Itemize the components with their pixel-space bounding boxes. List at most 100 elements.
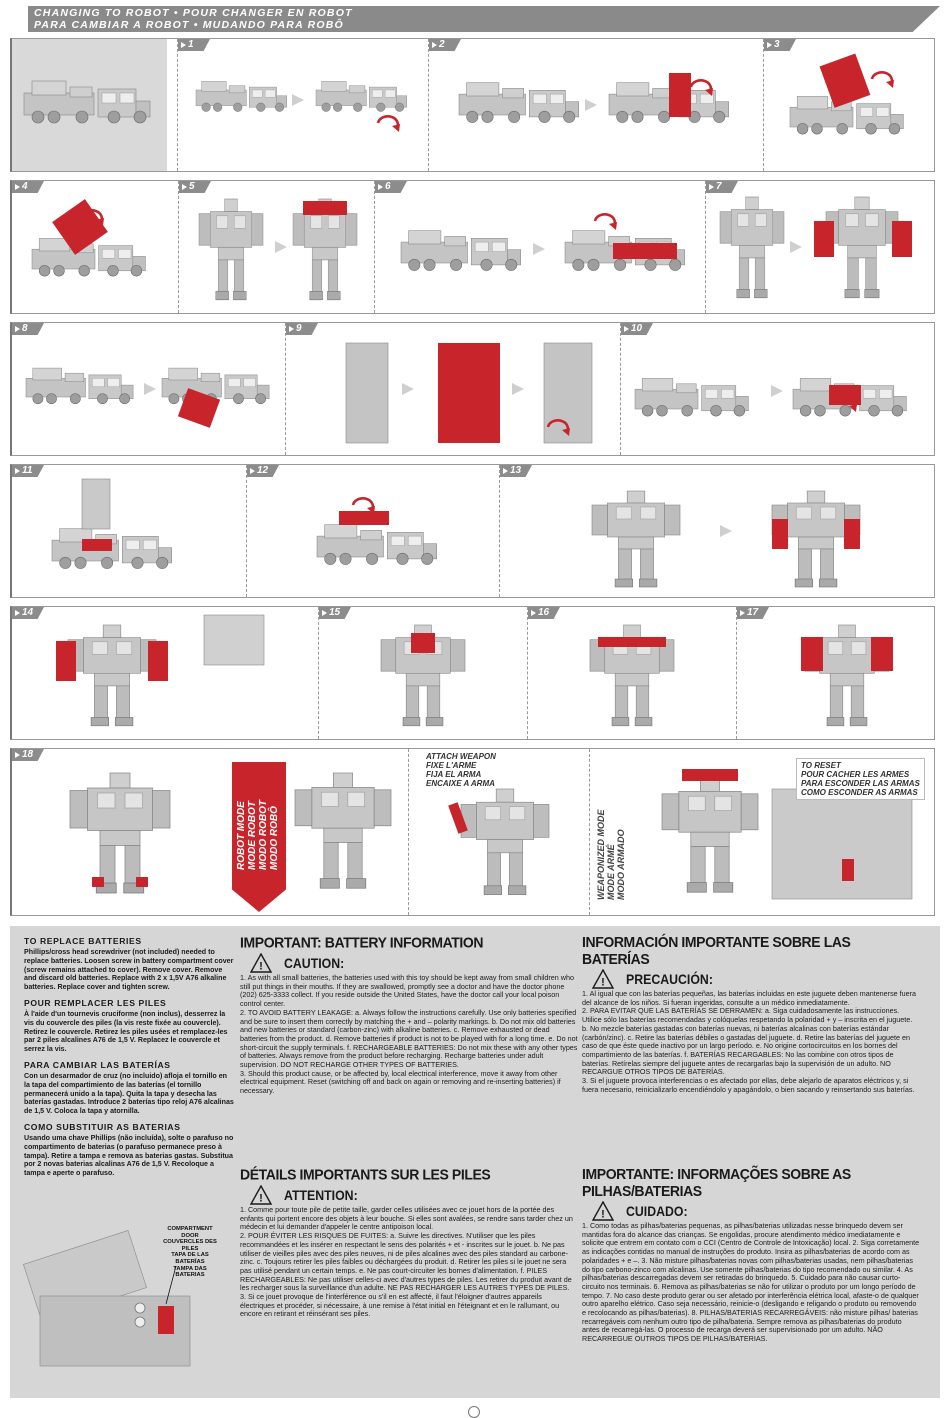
battery-info-es: INFORMACIÓN IMPORTANTE SOBRE LAS BATERÍA… bbox=[582, 932, 920, 1094]
step-panel-vehicle bbox=[12, 39, 167, 171]
battery-fr-p1: 1. Comme pour toute pile de petite taill… bbox=[240, 1205, 573, 1232]
step-tab-9: 9 bbox=[286, 323, 318, 335]
instruction-row-4: 11 12 13 bbox=[10, 464, 935, 598]
step-panel-9: 9 bbox=[285, 323, 620, 455]
step-3-illustration bbox=[789, 53, 904, 135]
step-tab-2: 2 bbox=[429, 39, 461, 51]
replace-batteries-text-en: Phillips/cross head screwdriver (not inc… bbox=[24, 948, 234, 992]
svg-text:!: ! bbox=[259, 1193, 263, 1205]
replace-batteries-title-en: TO REPLACE BATTERIES bbox=[24, 936, 142, 946]
step-tab-17: 17 bbox=[737, 607, 769, 619]
step-panel-10: 10 bbox=[620, 323, 934, 455]
step-6-illustration bbox=[400, 213, 685, 271]
battery-info-panel: TO REPLACE BATTERIES Phillips/cross head… bbox=[10, 926, 940, 1398]
instruction-row-2: 4 5 6 7 bbox=[10, 180, 935, 314]
step-7-illustration bbox=[719, 196, 912, 299]
robot-mode-label-pt: MODO ROBÔ bbox=[269, 806, 280, 870]
instruction-row-1: 1 2 3 bbox=[10, 38, 935, 172]
replace-batteries-title-pt: COMO SUBSTITUIR AS BATERIAS bbox=[24, 1121, 181, 1132]
battery-en-p2: 2. TO AVOID BATTERY LEAKAGE: a. Always f… bbox=[240, 1007, 578, 1070]
step-tab-5: 5 bbox=[179, 181, 211, 193]
compartment-door-labels: COMPARTMENT DOOR COUVERCLES DES PILES TA… bbox=[163, 1226, 217, 1279]
step-tab-18: 18 bbox=[12, 749, 44, 761]
step-16-illustration bbox=[589, 624, 675, 727]
attach-weapon-note: ATTACH WEAPON FIXE L'ARME FIJA EL ARMA E… bbox=[426, 752, 496, 788]
step-tab-4: 4 bbox=[12, 181, 44, 193]
step-tab-1: 1 bbox=[178, 39, 210, 51]
cuidado-label: CUIDADO: bbox=[626, 1203, 688, 1219]
step-panel-6: 6 bbox=[374, 181, 705, 313]
precaucion-label: PRECAUCIÓN: bbox=[626, 971, 713, 987]
step-panel-13: 13 bbox=[499, 465, 934, 597]
step-tab-15: 15 bbox=[319, 607, 351, 619]
warning-triangle-icon: ! bbox=[592, 1201, 614, 1221]
step-panel-2: 2 bbox=[428, 39, 763, 171]
instruction-row-3: 8 9 10 bbox=[10, 322, 935, 456]
step-panel-4: 4 bbox=[12, 181, 177, 313]
step-2-illustration bbox=[458, 73, 729, 123]
battery-info-en-title: IMPORTANT: BATTERY INFORMATION bbox=[240, 933, 484, 951]
to-reset-note: TO RESET POUR CACHER LES ARMES PARA ESCO… bbox=[796, 758, 925, 800]
replace-batteries-title-fr: POUR REMPLACER LES PILES bbox=[24, 997, 167, 1008]
battery-info-es-title: INFORMACIÓN IMPORTANTE SOBRE LAS BATERÍA… bbox=[582, 932, 851, 968]
header-title-line1: CHANGING TO ROBOT • POUR CHANGER EN ROBO… bbox=[34, 7, 353, 19]
battery-info-pt-title: IMPORTANTE: INFORMAÇÕES SOBRE AS PILHAS/… bbox=[582, 1164, 851, 1200]
replace-batteries-text-pt: Usando uma chave Phillips (não incluída)… bbox=[24, 1133, 234, 1178]
caution-label: CAUTION: bbox=[284, 955, 345, 971]
attach-weapon-illustration bbox=[448, 788, 550, 895]
step-tab-16: 16 bbox=[528, 607, 560, 619]
battery-info-pt: IMPORTANTE: INFORMAÇÕES SOBRE AS PILHAS/… bbox=[582, 1164, 920, 1344]
battery-es-p2: 2. PARA EVITAR QUE LAS BATERÍAS SE DERRA… bbox=[582, 1006, 913, 1077]
warning-triangle-icon: ! bbox=[250, 1185, 272, 1205]
step-tab-14: 14 bbox=[12, 607, 44, 619]
attach-weapon-panel bbox=[408, 749, 589, 915]
battery-fr-p3: 3. Si ce jouet provoque de l'interférenc… bbox=[240, 1292, 560, 1319]
step-panel-11: 11 bbox=[12, 465, 245, 597]
battery-info-fr: DÉTAILS IMPORTANTS SUR LES PILES ! ATTEN… bbox=[240, 1165, 578, 1319]
step-tab-3: 3 bbox=[764, 39, 796, 51]
replace-batteries-text-fr: À l'aide d'un tournevis cruciforme (non … bbox=[24, 1009, 228, 1054]
step-15-illustration bbox=[380, 624, 466, 727]
step-8-illustration bbox=[25, 367, 270, 428]
instruction-row-6: 18 bbox=[10, 748, 935, 916]
battery-pt-p1: 1. Como todas as pilhas/baterias pequena… bbox=[582, 1221, 920, 1344]
step-4-illustration bbox=[31, 199, 146, 277]
instruction-row-5: 14 15 16 17 bbox=[10, 606, 935, 740]
instructions-header: CHANGING TO ROBOT • POUR CHANGER EN ROBO… bbox=[28, 6, 940, 32]
screw-hole-icon bbox=[468, 1406, 480, 1418]
vehicle-mode-illustration bbox=[23, 80, 151, 124]
battery-en-p3: 3. Should this product cause, or be affe… bbox=[240, 1068, 561, 1096]
warning-triangle-icon: ! bbox=[592, 969, 614, 989]
robot-mode-label-fr: MODE ROBOT bbox=[247, 801, 258, 870]
step-panel-12: 12 bbox=[246, 465, 499, 597]
robot-mode-label-es: MODO ROBOT bbox=[258, 800, 269, 870]
step-tab-13: 13 bbox=[500, 465, 532, 477]
step-panel-15: 15 bbox=[318, 607, 527, 739]
step-panel-5: 5 bbox=[178, 181, 374, 313]
step-5-illustration bbox=[198, 198, 358, 301]
header-title-line2: PARA CAMBIAR A ROBOT • MUDANDO PARA ROBÔ bbox=[34, 19, 344, 31]
battery-info-fr-title: DÉTAILS IMPORTANTS SUR LES PILES bbox=[240, 1165, 491, 1183]
step-12-illustration bbox=[316, 497, 437, 565]
battery-en-p1: 1. As with all small batteries, the batt… bbox=[240, 973, 574, 1009]
robot-mode-banner: ROBOT MODE MODE ROBOT MODO ROBOT MODO RO… bbox=[232, 762, 286, 912]
step-13-illustration bbox=[591, 490, 861, 588]
replace-batteries-title-es: PARA CAMBIAR LAS BATERÍAS bbox=[24, 1059, 171, 1070]
step-1-illustration bbox=[195, 81, 407, 134]
step-panel-3: 3 bbox=[763, 39, 934, 171]
step-panel-14: 14 bbox=[12, 607, 317, 739]
attention-label: ATTENTION: bbox=[284, 1187, 358, 1203]
battery-compartment-illustration bbox=[23, 1230, 191, 1367]
step-9-illustration bbox=[345, 342, 593, 444]
step-18-illustration bbox=[69, 772, 171, 894]
step-tab-12: 12 bbox=[247, 465, 279, 477]
step-17-illustration bbox=[801, 624, 893, 727]
battery-es-p1: 1. Al igual que con las baterías pequeña… bbox=[582, 989, 917, 1007]
svg-text:!: ! bbox=[259, 961, 263, 973]
step-panel-18: 18 bbox=[12, 749, 224, 915]
step-panel-1: 1 bbox=[177, 39, 428, 171]
svg-text:!: ! bbox=[601, 977, 605, 989]
step-10-illustration bbox=[634, 378, 907, 417]
battery-info-en: IMPORTANT: BATTERY INFORMATION ! CAUTION… bbox=[240, 933, 578, 1096]
svg-text:!: ! bbox=[601, 1209, 605, 1221]
